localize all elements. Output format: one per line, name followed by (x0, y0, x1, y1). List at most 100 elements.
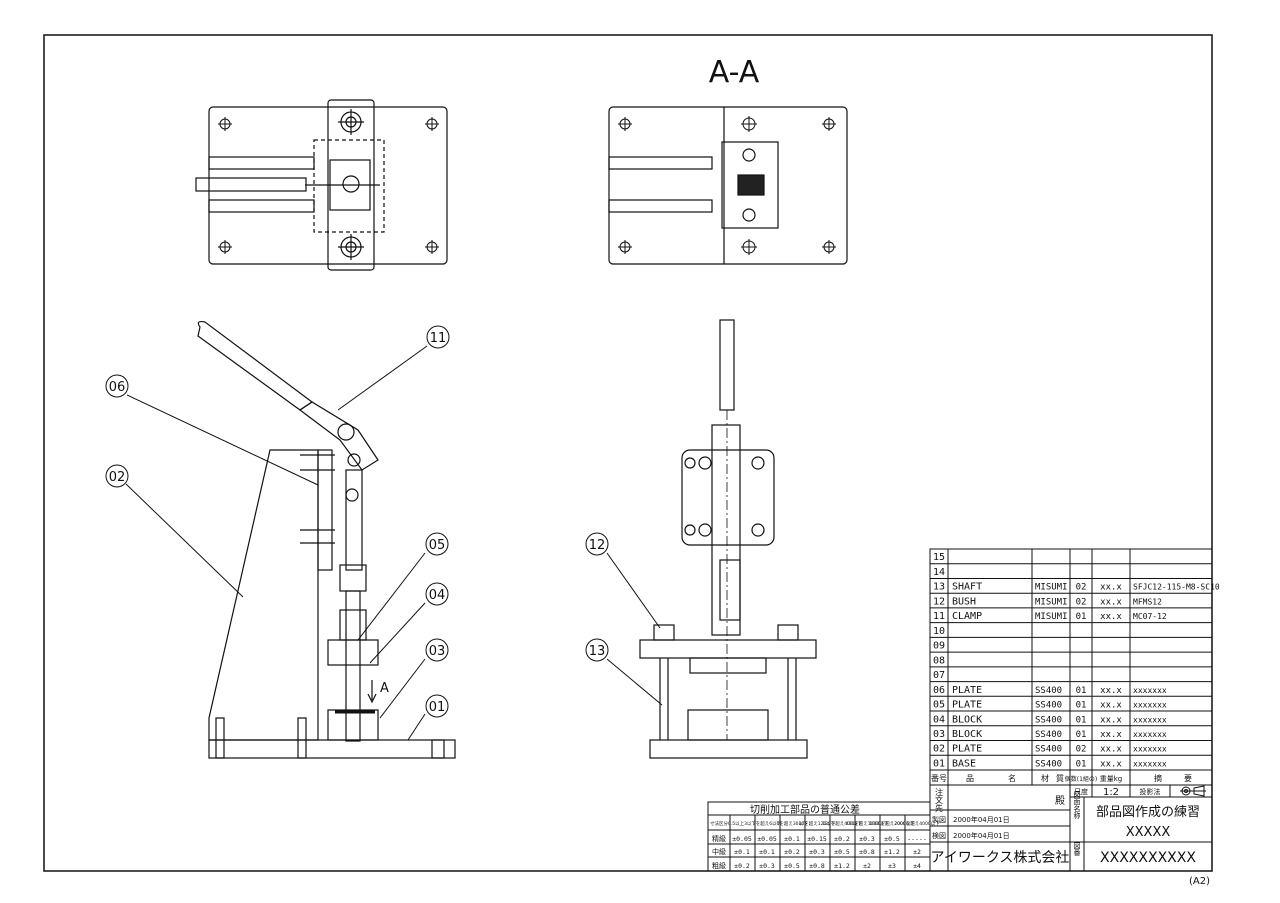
svg-text:13: 13 (589, 644, 606, 659)
tolerance-value: ±0.3 (759, 862, 775, 870)
header-note-2: 要 (1184, 774, 1192, 783)
parts-row-name: SHAFT (952, 582, 982, 593)
tolerance-value: ±0.8 (859, 848, 875, 856)
svg-text:04: 04 (429, 588, 446, 603)
tolerance-value: ±0.3 (859, 835, 875, 843)
tolerance-value: ±1.2 (834, 862, 850, 870)
parts-row-material: SS400 (1035, 745, 1062, 755)
parts-row-material: SS400 (1035, 686, 1062, 696)
parts-row-name: BUSH (952, 596, 976, 607)
parts-row-no: 09 (933, 641, 945, 652)
parts-row-no: 01 (933, 758, 945, 769)
parts-row-weight: xx.x (1100, 730, 1122, 740)
parts-row-note: xxxxxxx (1133, 686, 1167, 695)
parts-row-qty: 01 (1076, 612, 1087, 622)
parts-row-note: MFMS12 (1133, 597, 1162, 606)
tolerance-header: 30を超え120以下 (799, 820, 836, 827)
svg-text:03: 03 (429, 644, 446, 659)
projection-label: 投影法 (1140, 787, 1161, 796)
parts-row-note: xxxxxxx (1133, 701, 1167, 710)
section-title: A-A (709, 55, 760, 90)
parts-row-weight: xx.x (1100, 745, 1122, 755)
section-a-a-mounting-holes (618, 116, 836, 255)
scale-label: 尺度 (1074, 787, 1088, 796)
tolerance-grade: 中級 (712, 847, 726, 856)
section-arrow-label: A (380, 681, 389, 696)
parts-row-no: 12 (933, 596, 945, 607)
parts-row-name: BASE (952, 758, 976, 769)
balloon-06: 06 (105, 374, 129, 398)
drawing-sub: XXXXX (1126, 825, 1171, 840)
tolerance-value: ±4 (913, 862, 921, 870)
parts-list-header: 番号 品 名 材 質 個数(1組の) 重量kg 摘 要 (930, 769, 1212, 783)
tolerance-value: ±0.1 (734, 848, 750, 856)
parts-row-no: 02 (933, 744, 945, 755)
parts-row-qty: 01 (1076, 759, 1087, 769)
tolerance-value: ±0.05 (732, 835, 752, 843)
tolerance-table-rows: 精級 ±0.05 ±0.05 ±0.1 ±0.15 ±0.2 ±0.3 ±0.5 ----- 中級… (712, 834, 927, 870)
side-view (639, 319, 817, 759)
header-note-1: 摘 (1154, 773, 1162, 783)
drawn-date: 2000年04月01日 (953, 815, 1010, 824)
parts-row-note: xxxxxxx (1133, 730, 1167, 739)
parts-row-note: xxxxxxx (1133, 745, 1167, 754)
tolerance-value: ±0.15 (807, 835, 827, 843)
parts-row-weight: xx.x (1100, 583, 1122, 593)
tolerance-value: ±0.5 (784, 862, 800, 870)
tolerance-header: 6を超え30以下 (776, 820, 808, 827)
balloon-03: 03 (425, 638, 449, 662)
parts-row-no: 08 (933, 655, 945, 666)
leader-lines (125, 345, 663, 741)
tolerance-value: ±0.8 (809, 862, 825, 870)
parts-row-weight: xx.x (1100, 612, 1122, 622)
balloon-04: 04 (425, 582, 449, 606)
tolerance-value: ±3 (888, 862, 896, 870)
svg-text:12: 12 (589, 538, 606, 553)
parts-row-note: xxxxxxx (1133, 759, 1167, 768)
parts-row-qty: 01 (1076, 701, 1087, 711)
svg-text:06: 06 (109, 380, 126, 395)
parts-row-note: MC07-12 (1133, 612, 1167, 621)
parts-row-material: MISUMI (1035, 597, 1068, 607)
parts-row-material: SS400 (1035, 730, 1062, 740)
svg-text:02: 02 (109, 470, 126, 485)
checked-label: 検図 (932, 831, 946, 840)
svg-text:05: 05 (429, 538, 446, 553)
parts-row-no: 10 (933, 626, 945, 637)
projection-symbol-icon (1180, 785, 1206, 797)
tolerance-header: 2000を超え4000以下 (894, 820, 940, 827)
svg-text:11: 11 (430, 331, 447, 346)
tolerance-header: 400を超え1000以下 (846, 820, 889, 827)
tolerance-value: ±0.5 (884, 835, 900, 843)
parts-row-qty: 01 (1076, 715, 1087, 725)
header-material-2: 質 (1056, 773, 1064, 783)
parts-row-no: 03 (933, 729, 945, 740)
drawing-no-label: 図番 (1073, 842, 1081, 857)
tolerance-value: ±0.2 (734, 862, 750, 870)
drawing-name: 部品図作成の練習 (1096, 805, 1200, 820)
header-name-2: 名 (1008, 773, 1016, 783)
parts-row-no: 14 (933, 567, 945, 578)
tolerance-value: ±0.05 (757, 835, 777, 843)
tolerance-header: 3を超え6以下 (753, 820, 782, 827)
tolerance-header: 0.5以上3以下 (728, 820, 757, 827)
checked-date: 2000年04月01日 (953, 831, 1010, 840)
parts-row-weight: xx.x (1100, 759, 1122, 769)
top-view-left (195, 99, 448, 271)
parts-row-note: SFJC12-115-M8-SC10 (1133, 583, 1220, 592)
parts-row-weight: xx.x (1100, 686, 1122, 696)
tolerance-value: ±0.3 (809, 848, 825, 856)
balloon-01: 01 (425, 694, 449, 718)
tolerance-grade: 粗級 (712, 861, 726, 870)
parts-row-name: CLAMP (952, 611, 982, 622)
tolerance-value: ±1.2 (884, 848, 900, 856)
tolerance-value: ----- (907, 835, 927, 843)
tolerance-value: ±0.5 (834, 848, 850, 856)
parts-row-no: 05 (933, 700, 945, 711)
tolerance-header: 1000を超え2000以下 (869, 820, 915, 827)
tolerance-grade: 精級 (712, 834, 726, 843)
balloon-11: 11 (426, 325, 450, 349)
parts-row-weight: xx.x (1100, 715, 1122, 725)
tolerance-value: ±0.2 (784, 848, 800, 856)
parts-row-name: PLATE (952, 685, 982, 696)
